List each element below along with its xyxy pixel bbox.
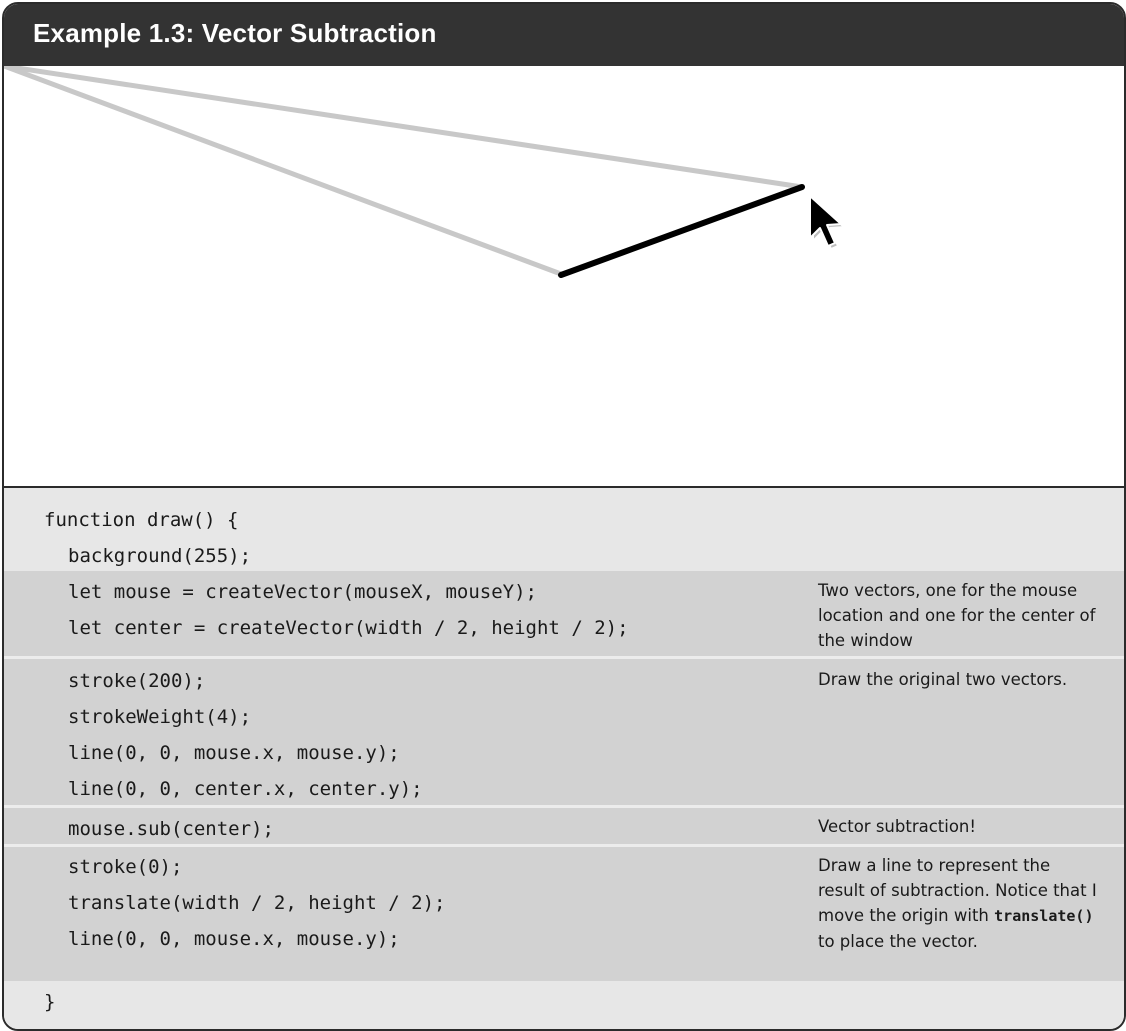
result-vector-line bbox=[558, 184, 805, 278]
code-line: stroke(200); bbox=[68, 670, 206, 692]
mouse-cursor-icon bbox=[809, 195, 845, 250]
center-vector-line bbox=[4, 66, 564, 277]
sketch-canvas[interactable] bbox=[4, 66, 1124, 488]
block-divider bbox=[4, 656, 1124, 659]
code-line: let mouse = createVector(mouseX, mouseY)… bbox=[68, 581, 537, 603]
block-divider bbox=[4, 844, 1124, 847]
code-line: let center = createVector(width / 2, hei… bbox=[68, 617, 629, 639]
annotation-result: Draw a line to represent the result of s… bbox=[818, 853, 1098, 954]
code-line: line(0, 0, mouse.x, mouse.y); bbox=[68, 742, 400, 764]
title-bar: Example 1.3: Vector Subtraction bbox=[4, 4, 1124, 66]
annotation-result-text: Draw a line to represent the result of s… bbox=[818, 856, 1097, 925]
annotation-draw-original: Draw the original two vectors. bbox=[818, 670, 1068, 689]
example-title: Example 1.3: Vector Subtraction bbox=[33, 18, 437, 48]
annotation-subtraction: Vector subtraction! bbox=[818, 817, 977, 836]
code-line: translate(width / 2, height / 2); bbox=[68, 892, 446, 914]
mouse-vector-line bbox=[4, 66, 805, 190]
code-line: line(0, 0, mouse.x, mouse.y); bbox=[68, 928, 400, 950]
code-line: line(0, 0, center.x, center.y); bbox=[68, 778, 423, 800]
code-line: background(255); bbox=[68, 545, 252, 567]
block-divider bbox=[4, 805, 1124, 808]
annotation-result-text-end: to place the vector. bbox=[818, 932, 978, 951]
annotation-vectors: Two vectors, one for the mouse location … bbox=[818, 581, 1096, 650]
code-line: function draw() { bbox=[44, 509, 239, 531]
code-listing: function draw() { background(255); let m… bbox=[4, 488, 1124, 1029]
code-line: stroke(0); bbox=[68, 856, 183, 878]
canvas-drawing bbox=[4, 66, 845, 278]
annotation-result-code: translate() bbox=[994, 907, 1094, 925]
code-block-subtraction bbox=[4, 808, 1124, 844]
code-block-result bbox=[4, 847, 1124, 981]
code-block-vectors bbox=[4, 571, 1124, 656]
code-line: mouse.sub(center); bbox=[68, 818, 274, 840]
code-line: } bbox=[44, 991, 56, 1013]
code-block-draw-original bbox=[4, 659, 1124, 805]
code-line: strokeWeight(4); bbox=[68, 706, 252, 728]
